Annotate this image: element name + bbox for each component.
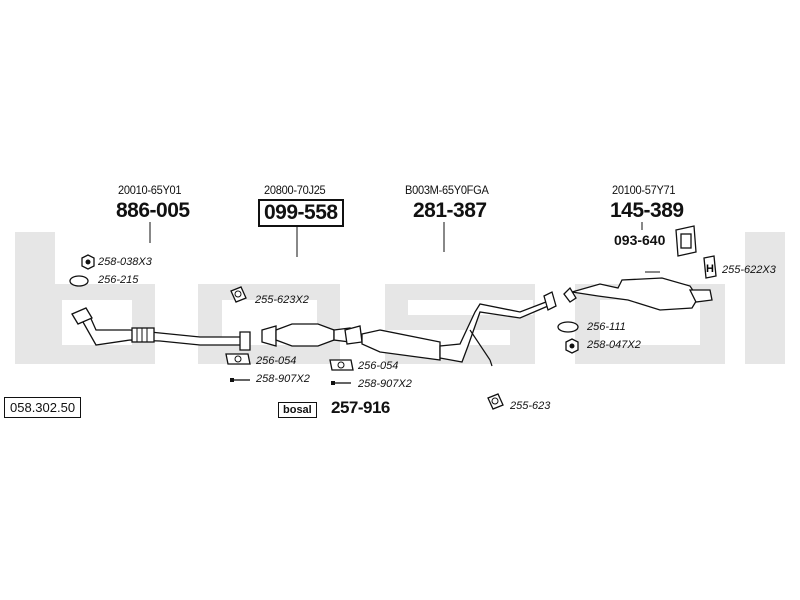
oem-number-center-silencer: B003M-65Y0FGA (405, 183, 489, 197)
rear-silencer-graphic (563, 271, 713, 311)
ref-gasket-a: 256-054 (256, 355, 297, 367)
part-number-mount[interactable]: 093-640 (614, 232, 666, 248)
part-number-catalyst[interactable]: 099-558 (258, 199, 344, 227)
ref-gasket-b: 256-054 (358, 360, 399, 372)
part-number-rear-silencer[interactable]: 145-389 (610, 199, 684, 222)
part-number-front-pipe[interactable]: 886-005 (116, 199, 190, 222)
ref-hanger-mid: 255-623X2 (255, 294, 309, 306)
ref-gasket-rear: 256-111 (587, 321, 626, 333)
ref-gasket-front: 256-215 (98, 274, 139, 286)
brand-logo: bosal (278, 402, 317, 418)
part-number-fitting-kit[interactable]: 257-916 (331, 398, 390, 417)
part-number-center-silencer[interactable]: 281-387 (413, 199, 487, 222)
ref-hanger-rear: 255-622X3 (722, 264, 776, 276)
rubber-mount-graphic (675, 225, 697, 257)
svg-text:H: H (706, 263, 714, 275)
ref-bolt-a: 258-907X2 (256, 373, 310, 385)
reference-number: 058.302.50 (4, 397, 82, 418)
ref-bolt-b: 258-907X2 (358, 378, 412, 390)
ref-nut-x3: 258-038X3 (98, 256, 152, 268)
center-silencer-graphic (344, 291, 557, 367)
fitting-icons: H (69, 254, 717, 410)
front-pipe-graphic (71, 307, 251, 351)
oem-number-catalyst: 20800-70J25 (264, 183, 326, 197)
ref-nut-x2: 258-047X2 (587, 339, 641, 351)
ref-hanger-center: 255-623 (510, 400, 551, 412)
oem-number-front-pipe: 20010-65Y01 (118, 183, 182, 197)
catalytic-converter-graphic (261, 323, 351, 347)
oem-number-rear-silencer: 20100-57Y71 (612, 183, 676, 197)
